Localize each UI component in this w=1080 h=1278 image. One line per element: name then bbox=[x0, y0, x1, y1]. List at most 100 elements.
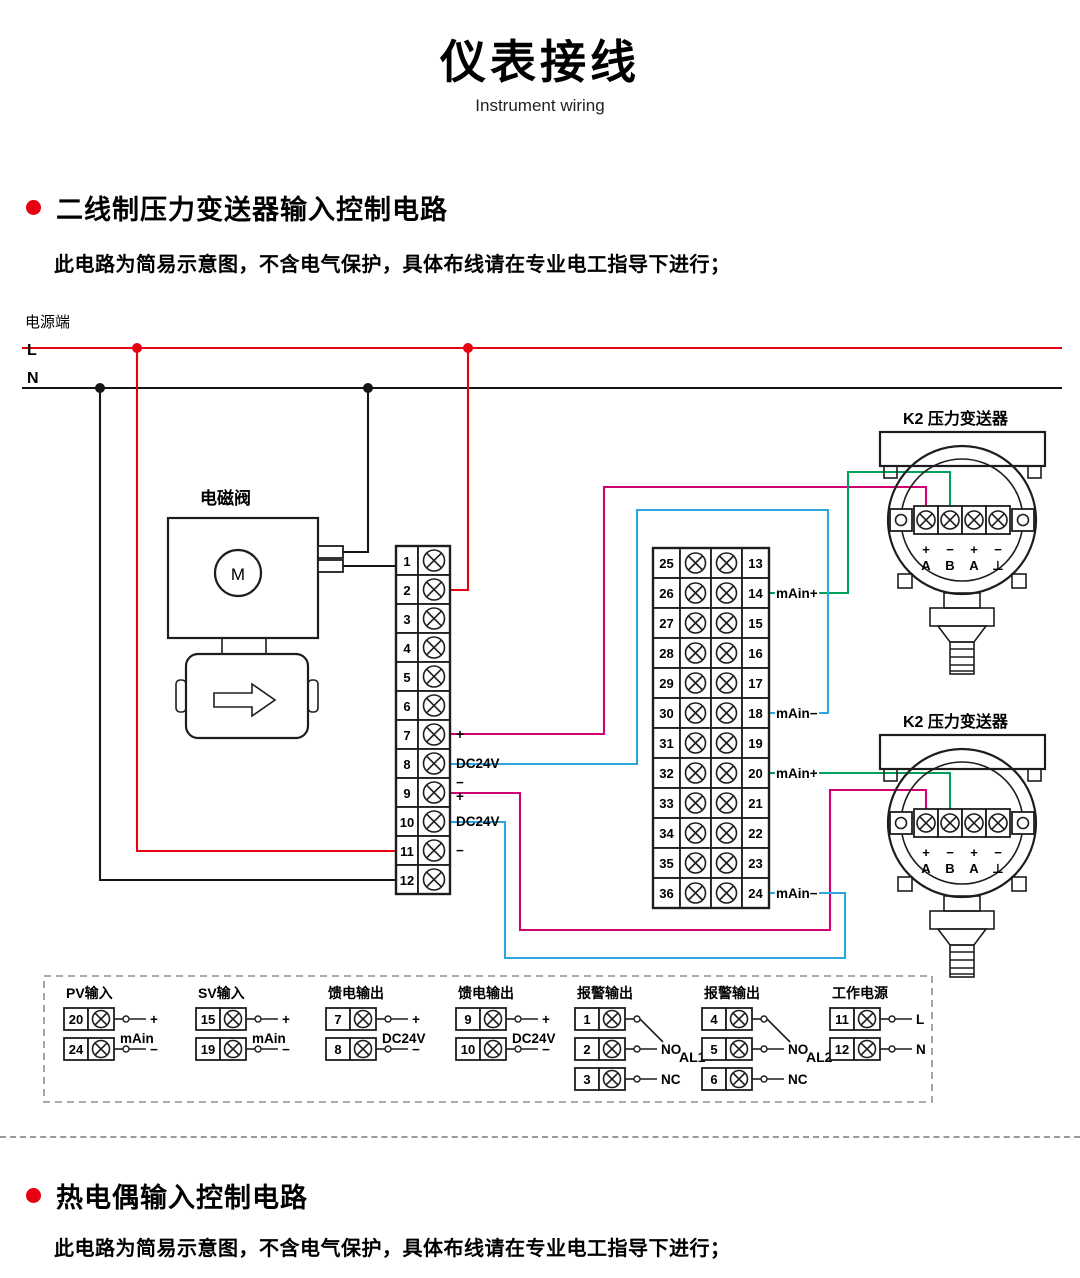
terminal-side-label: + bbox=[456, 789, 464, 804]
terminal-number: 25 bbox=[659, 556, 673, 571]
port-label: A bbox=[921, 861, 931, 876]
terminal-number-cell bbox=[652, 787, 681, 819]
terminal-side-label: + bbox=[456, 727, 464, 742]
relay-contact-arm bbox=[766, 1018, 791, 1043]
legend-group-title: 报警输出 bbox=[704, 985, 760, 1001]
terminal-number: 20 bbox=[69, 1012, 83, 1027]
section-2-note: 此电路为简易示意图，不含电气保护，具体布线请在专业电工指导下进行； bbox=[54, 1238, 731, 1260]
polarity-label: + bbox=[922, 542, 930, 557]
terminal-number: 13 bbox=[748, 556, 762, 571]
pin-label: + bbox=[150, 1012, 158, 1027]
pin-label: − bbox=[412, 1042, 420, 1057]
terminal-number: 17 bbox=[748, 676, 762, 691]
terminal-number: 8 bbox=[334, 1042, 341, 1057]
terminal-side-label: DC24V bbox=[456, 814, 500, 829]
terminal-number: 7 bbox=[334, 1012, 341, 1027]
legend-group-title: 馈电输出 bbox=[328, 985, 384, 1001]
terminal-number: 35 bbox=[659, 856, 673, 871]
relay-contact-arm bbox=[639, 1018, 664, 1043]
terminal-number: 10 bbox=[400, 815, 414, 830]
legend-center-label: DC24V bbox=[382, 1031, 426, 1046]
neutral-to-terminal-12-wire bbox=[98, 388, 396, 882]
process-thread bbox=[949, 641, 975, 675]
port-label: B bbox=[945, 861, 954, 876]
terminal-number: 18 bbox=[748, 706, 762, 721]
port-label: ⊥ bbox=[992, 861, 1004, 876]
red-bullet-icon bbox=[26, 1188, 41, 1203]
dc24v-minus-to-main-minus-wire-2 bbox=[448, 820, 847, 960]
legend-border bbox=[43, 975, 933, 1103]
circuit-wires bbox=[98, 348, 952, 960]
valve-connector-pin bbox=[317, 545, 344, 559]
terminal-number: 3 bbox=[403, 612, 410, 627]
terminal-number: 26 bbox=[659, 586, 673, 601]
section-1-note: 此电路为简易示意图，不含电气保护，具体布线请在专业电工指导下进行； bbox=[54, 254, 731, 276]
terminal-number: 12 bbox=[400, 873, 414, 888]
valve-connector-pin bbox=[317, 559, 344, 573]
terminal-number: 31 bbox=[659, 736, 673, 751]
terminal-number: 11 bbox=[835, 1012, 849, 1027]
terminal-number: 23 bbox=[748, 856, 762, 871]
terminal-number: 4 bbox=[710, 1012, 718, 1027]
dc24v-plus-to-transmitter1-wire bbox=[448, 485, 928, 736]
terminal-number: 36 bbox=[659, 886, 673, 901]
terminal-number: 19 bbox=[748, 736, 762, 751]
port-label: B bbox=[945, 558, 954, 573]
terminal-number: 4 bbox=[403, 641, 411, 656]
terminal-number: 5 bbox=[710, 1042, 717, 1057]
terminal-number: 20 bbox=[748, 766, 762, 781]
main-signal-label: mAin+ bbox=[776, 586, 818, 601]
port-label: A bbox=[969, 558, 979, 573]
terminal-number-cell bbox=[652, 607, 681, 639]
terminal-number: 27 bbox=[659, 616, 673, 631]
polarity-label: + bbox=[970, 542, 978, 557]
terminal-number: 9 bbox=[464, 1012, 471, 1027]
terminal-number: 7 bbox=[403, 728, 410, 743]
pin-label: NO bbox=[661, 1042, 681, 1057]
terminal-number: 15 bbox=[201, 1012, 215, 1027]
polarity-label: − bbox=[946, 845, 954, 860]
polarity-label: − bbox=[946, 542, 954, 557]
pin-label: − bbox=[150, 1042, 158, 1057]
terminal-number: 32 bbox=[659, 766, 673, 781]
dc24v-minus-to-main-minus-wire-1 bbox=[448, 508, 830, 766]
terminal-number-cell bbox=[652, 727, 681, 759]
red-bullet-icon bbox=[26, 200, 41, 215]
live-to-terminal-11-wire bbox=[135, 348, 396, 853]
transmitter-label: K2 压力变送器 bbox=[903, 712, 1009, 731]
page-subtitle: Instrument wiring bbox=[475, 96, 605, 115]
page-header: 仪表接线 Instrument wiring bbox=[0, 26, 1080, 116]
pin-label: N bbox=[916, 1042, 926, 1057]
main-signal-label: mAin+ bbox=[776, 766, 818, 781]
terminal-number: 1 bbox=[583, 1012, 590, 1027]
terminal-number: 5 bbox=[403, 670, 410, 685]
terminal-number: 6 bbox=[710, 1072, 717, 1087]
section-1-heading: 二线制压力变送器输入控制电路 bbox=[56, 195, 448, 225]
terminal-number: 9 bbox=[403, 786, 410, 801]
legend-group: 馈电输出 7 +8 −DC24V bbox=[325, 985, 426, 1061]
terminal-number: 3 bbox=[583, 1072, 590, 1087]
power-rails: 电源端 L N bbox=[22, 314, 1062, 393]
pin-label: NC bbox=[788, 1072, 808, 1087]
legend-center-label: DC24V bbox=[512, 1031, 556, 1046]
terminal-number: 6 bbox=[403, 699, 410, 714]
terminal-number: 2 bbox=[583, 1042, 590, 1057]
pin-label: + bbox=[412, 1012, 420, 1027]
transmitter2-to-main-plus-wire bbox=[769, 771, 952, 809]
terminal-number: 30 bbox=[659, 706, 673, 721]
terminal-number: 21 bbox=[748, 796, 762, 811]
pin-label: L bbox=[916, 1012, 924, 1027]
pin-label: − bbox=[282, 1042, 290, 1057]
legend-group-title: 馈电输出 bbox=[458, 985, 514, 1001]
pin-label: + bbox=[542, 1012, 550, 1027]
pin-label: NC bbox=[661, 1072, 681, 1087]
section-2-heading: 热电偶输入控制电路 bbox=[56, 1183, 308, 1213]
